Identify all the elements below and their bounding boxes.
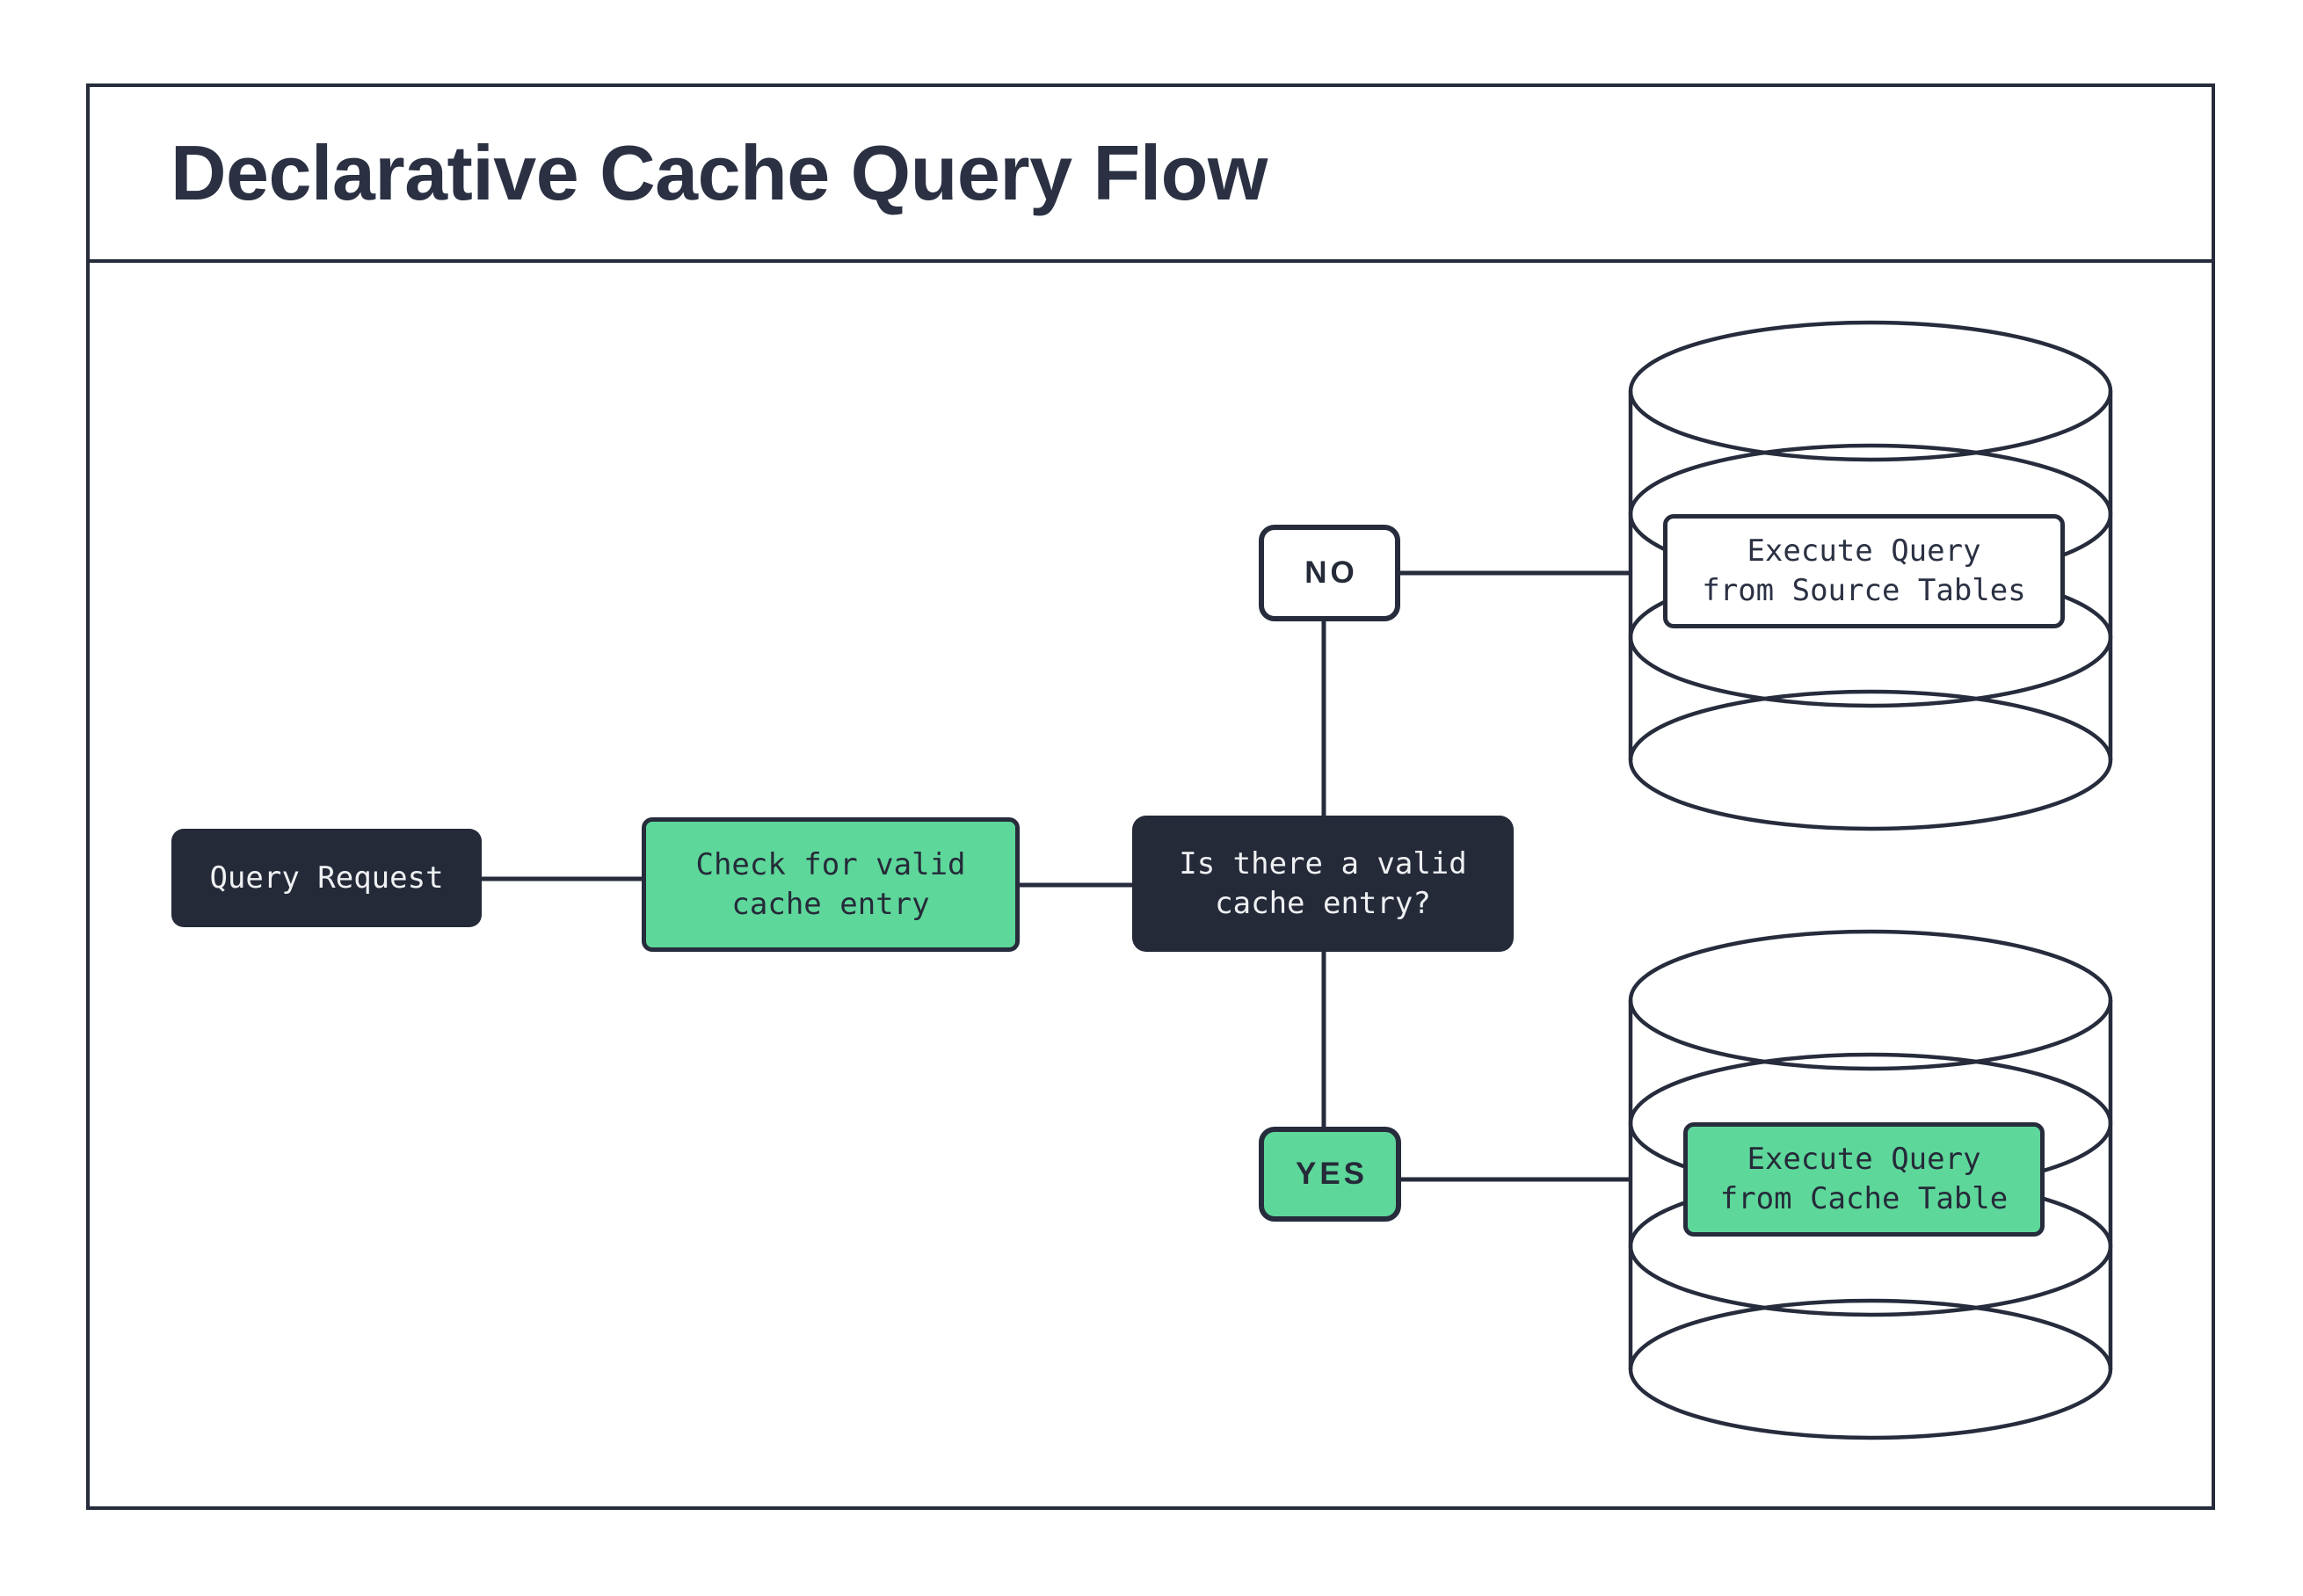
diagram-frame: Declarative Cache Query Flow bbox=[86, 83, 2215, 1510]
flow-node-label: Execute Query from Source Tables bbox=[1702, 533, 2026, 608]
flow-node-execute-query-cache-table: Execute Query from Cache Table bbox=[1683, 1122, 2045, 1237]
flow-node-label: Check for valid cache entry bbox=[695, 846, 966, 922]
cylinder-disk-ellipse bbox=[1628, 689, 2113, 831]
flow-node-label: Execute Query from Cache Table bbox=[1719, 1142, 2009, 1216]
connector-lines bbox=[482, 570, 1632, 1182]
flow-node-label: Is there a valid cache entry? bbox=[1179, 845, 1467, 921]
flow-node-check-cache: Check for valid cache entry bbox=[642, 817, 1020, 952]
flow-node-execute-query-source-tables: Execute Query from Source Tables bbox=[1663, 514, 2065, 628]
branch-label-text: NO bbox=[1304, 555, 1358, 590]
branch-label-yes: YES bbox=[1259, 1127, 1401, 1222]
flow-node-query-request: Query Request bbox=[171, 829, 482, 927]
page-title: Declarative Cache Query Flow bbox=[171, 129, 1268, 216]
cache-table-database-icon bbox=[1628, 929, 2113, 1440]
branch-label-no: NO bbox=[1259, 525, 1400, 621]
cylinder-disk-ellipse bbox=[1628, 929, 2113, 1071]
branch-label-text: YES bbox=[1295, 1156, 1369, 1191]
flow-node-label: Query Request bbox=[209, 860, 444, 896]
cylinder-disk-ellipse bbox=[1628, 1298, 2113, 1440]
cylinder-disk-ellipse bbox=[1628, 320, 2113, 462]
diagram-header: Declarative Cache Query Flow bbox=[90, 87, 2212, 263]
source-tables-database-icon bbox=[1628, 320, 2113, 831]
flow-node-decision-valid-cache: Is there a valid cache entry? bbox=[1132, 816, 1514, 952]
